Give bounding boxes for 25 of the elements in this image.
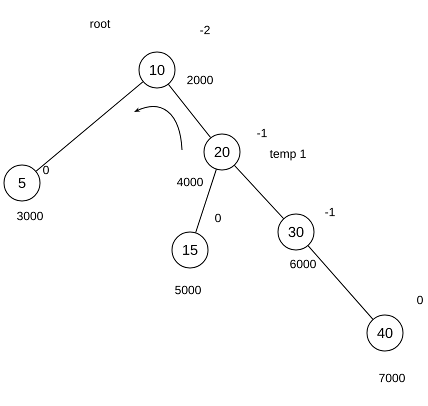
node-annotation: 0 bbox=[42, 164, 50, 176]
tree-edge bbox=[168, 84, 212, 138]
tree-edge bbox=[308, 245, 374, 320]
node-annotation: 4000 bbox=[176, 176, 204, 188]
node-annotation: 6000 bbox=[288, 258, 318, 270]
tree-node: 5 bbox=[4, 164, 40, 202]
tree-node: 30 bbox=[278, 214, 314, 250]
node-annotation: 3000 bbox=[16, 210, 44, 222]
node-annotation: 0 bbox=[416, 294, 424, 306]
tree-edge bbox=[195, 169, 217, 233]
tree-node: 20 bbox=[204, 134, 240, 170]
tree-node: 10 bbox=[138, 52, 176, 88]
tree-edge bbox=[36, 81, 144, 172]
node-annotation: 5000 bbox=[174, 284, 202, 296]
node-annotation: 0 bbox=[214, 212, 222, 224]
node-annotation: temp 1 bbox=[268, 148, 308, 162]
node-annotation: -2 bbox=[198, 24, 212, 36]
tree-node: 15 bbox=[172, 232, 208, 268]
node-annotation: root bbox=[88, 19, 112, 29]
node-annotation: 2000 bbox=[186, 74, 214, 86]
tree-node: 40 bbox=[366, 314, 404, 352]
node-annotation: -1 bbox=[324, 206, 336, 218]
node-annotation: -1 bbox=[256, 128, 268, 138]
tree-edge bbox=[234, 165, 284, 219]
node-annotation: 7000 bbox=[378, 372, 406, 384]
